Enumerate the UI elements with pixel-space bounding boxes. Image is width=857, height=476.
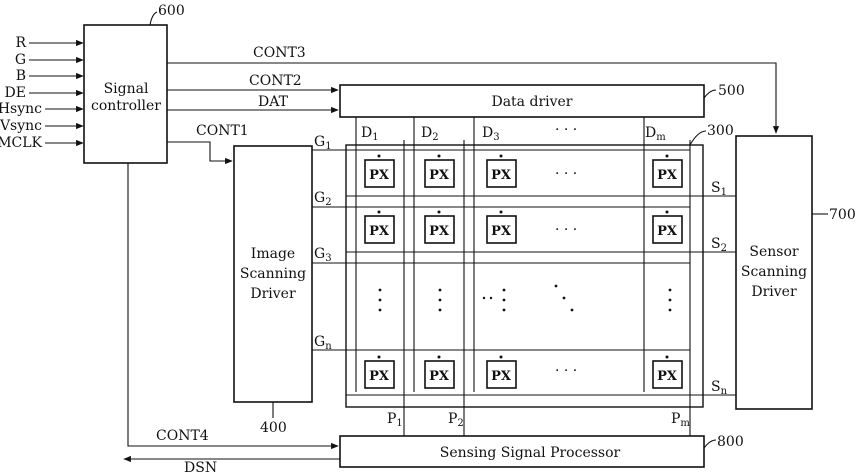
- sense-label-p1: P1: [387, 411, 403, 429]
- dat-label: DAT: [258, 94, 289, 110]
- signal-controller-line2: controller: [91, 98, 161, 114]
- gate-label-gn: Gn: [314, 334, 332, 352]
- gate-label-g1: G1: [314, 134, 332, 152]
- signal-controller-ref: 600: [158, 3, 185, 19]
- sensor-scanning-driver-line3: Driver: [751, 284, 797, 300]
- pixel-rn-c1: PX: [369, 369, 390, 384]
- pixel-r2-cm: PX: [657, 224, 678, 239]
- pixel-rn-c2: PX: [429, 369, 450, 384]
- panel-ref: 300: [707, 123, 734, 139]
- rown-ellipsis: · · ·: [555, 363, 577, 379]
- pixel-r1-c1: PX: [369, 168, 390, 183]
- row1-ellipsis: · · ·: [555, 166, 577, 182]
- sensor-scanning-driver: Sensor Scanning Driver 700: [736, 136, 856, 409]
- pixel-r1-cm: PX: [657, 168, 678, 183]
- sensor-label-s2: S2: [711, 236, 727, 254]
- data-driver-label: Data driver: [491, 94, 572, 110]
- sensing-signal-processor-label: Sensing Signal Processor: [440, 445, 621, 461]
- input-signals: R G B DE Hsync Vsync MCLK: [0, 35, 83, 151]
- sensor-label-s1: S1: [711, 180, 727, 198]
- image-scanning-driver-line3: Driver: [250, 286, 296, 302]
- input-b: B: [16, 68, 26, 84]
- input-vsync: Vsync: [0, 118, 42, 134]
- input-de: DE: [5, 85, 26, 101]
- sensor-scanning-driver-line2: Scanning: [741, 264, 807, 280]
- gate-label-g3: G3: [314, 246, 332, 264]
- cont2-label: CONT2: [249, 73, 302, 89]
- input-hsync: Hsync: [0, 101, 42, 117]
- input-mclk: MCLK: [0, 135, 43, 151]
- row2-ellipsis: · · ·: [555, 222, 577, 238]
- data-label-dm: Dm: [645, 125, 666, 143]
- pixel-rn-c3: PX: [491, 369, 512, 384]
- sensor-label-sn: Sn: [711, 379, 728, 397]
- signal-controller-line1: Signal: [104, 81, 149, 97]
- pixel-array: PX PX PX · · · PX PX PX PX · · · PX PX P…: [365, 160, 682, 388]
- pixel-r2-c2: PX: [429, 224, 450, 239]
- pixel-r1-c2: PX: [429, 168, 450, 183]
- cont1-line: [167, 142, 232, 161]
- data-driver-ref: 500: [718, 83, 745, 99]
- data-ellipsis: · · ·: [555, 122, 577, 138]
- sensor-scanning-driver-ref: 700: [829, 207, 856, 223]
- pixel-r1-c3: PX: [491, 168, 512, 183]
- cont1-label: CONT1: [196, 123, 249, 139]
- gate-label-g2: G2: [314, 190, 332, 208]
- junction-dots: [378, 155, 669, 359]
- image-scanning-driver-line2: Scanning: [240, 266, 306, 282]
- data-driver: Data driver 500: [340, 83, 745, 117]
- input-r: R: [15, 35, 26, 51]
- sensing-signal-processor: Sensing Signal Processor 800: [340, 434, 744, 467]
- sense-label-pm: Pm: [671, 411, 690, 429]
- pixel-r2-c1: PX: [369, 224, 390, 239]
- image-scanning-driver: Image Scanning Driver 400: [234, 146, 312, 436]
- pixel-r2-c3: PX: [491, 224, 512, 239]
- sense-label-p2: P2: [448, 411, 464, 429]
- data-label-d3: D3: [482, 125, 500, 143]
- image-scanning-driver-line1: Image: [251, 246, 295, 262]
- dsn-label: DSN: [184, 460, 217, 476]
- sensor-scanning-driver-line1: Sensor: [749, 244, 799, 260]
- sensing-signal-processor-ref: 800: [717, 434, 744, 450]
- pixel-rn-cm: PX: [657, 369, 678, 384]
- cont4-label: CONT4: [156, 428, 209, 444]
- image-scanning-driver-ref: 400: [260, 420, 287, 436]
- data-label-d2: D2: [421, 125, 439, 143]
- data-lines: D1 D2 D3 · · · Dm: [356, 117, 666, 392]
- vertical-ellipsis: [379, 285, 672, 312]
- cont3-label: CONT3: [253, 45, 306, 61]
- signal-controller: Signal controller 600: [84, 3, 185, 163]
- input-g: G: [15, 52, 26, 68]
- data-label-d1: D1: [361, 125, 379, 143]
